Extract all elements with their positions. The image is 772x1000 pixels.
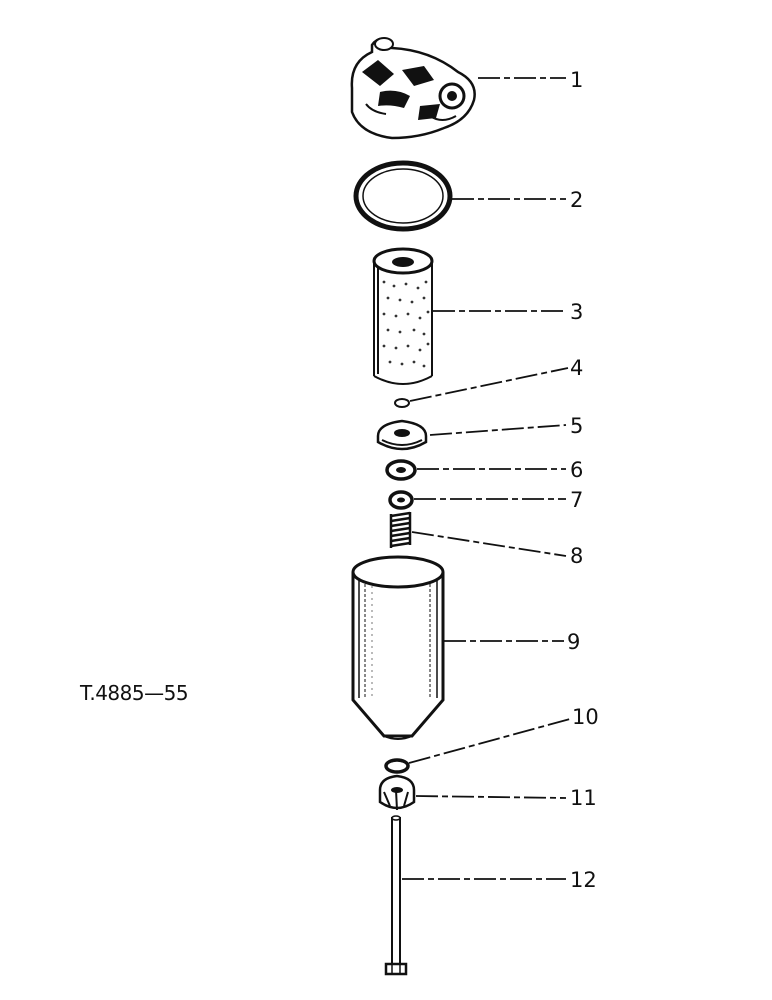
- leader-line-5: [429, 424, 567, 436]
- leader-line-4: [409, 367, 569, 402]
- part-number-8: 8: [570, 544, 583, 568]
- bolt-seal-part: [384, 758, 410, 774]
- part-number-11: 11: [570, 786, 597, 810]
- centre-bolt-part: [384, 815, 408, 976]
- small-seal-part: [394, 398, 410, 408]
- pressure-plate-part: [376, 419, 428, 451]
- part-number-12: 12: [570, 868, 597, 892]
- sealing-ring-part: [353, 160, 453, 232]
- leader-line-10: [408, 718, 571, 764]
- filter-bowl-part: [351, 555, 445, 740]
- part-number-2: 2: [570, 188, 583, 212]
- washer-lower-part: [388, 490, 414, 510]
- filter-head-part: [350, 37, 476, 140]
- washer-upper-part: [385, 459, 417, 481]
- bowl-nut-part: [378, 774, 416, 811]
- part-number-6: 6: [570, 458, 583, 482]
- filter-element-perforations: [382, 280, 430, 368]
- part-number-5: 5: [570, 414, 583, 438]
- figure-reference: T.4885—55: [79, 681, 188, 705]
- part-number-9: 9: [567, 630, 580, 654]
- part-number-1: 1: [570, 68, 583, 92]
- part-number-10: 10: [572, 705, 599, 729]
- leader-line-11: [415, 795, 567, 799]
- leader-line-8: [411, 531, 567, 557]
- part-number-3: 3: [570, 300, 583, 324]
- filter-element-part: [372, 247, 434, 385]
- part-number-7: 7: [570, 488, 583, 512]
- part-number-4: 4: [570, 356, 583, 380]
- spring-part: [389, 511, 412, 548]
